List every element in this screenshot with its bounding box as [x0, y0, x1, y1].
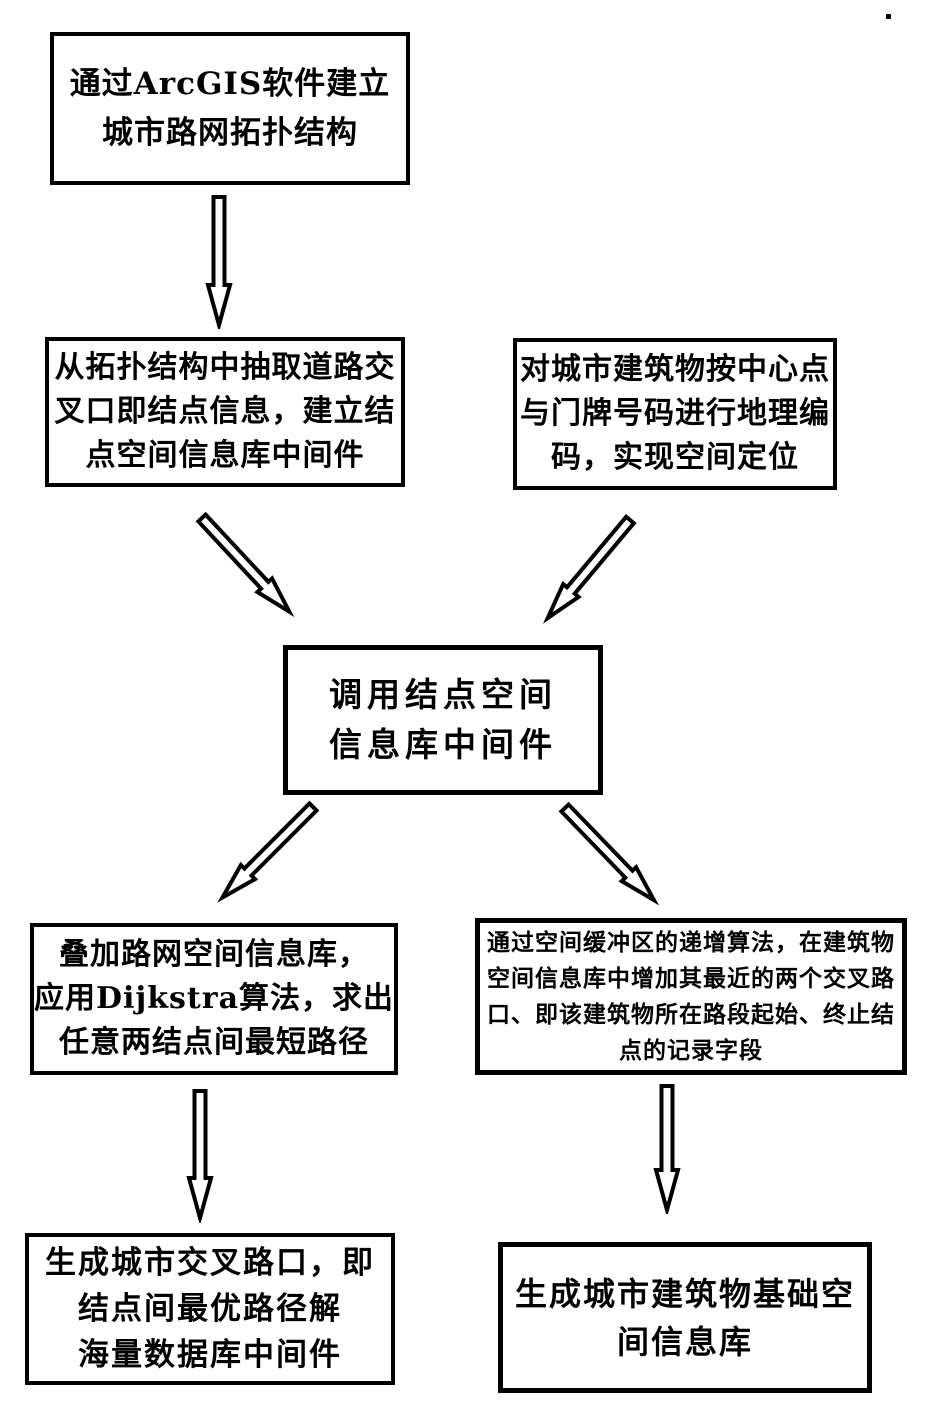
diagonal-arrow-down-right-icon — [558, 801, 660, 906]
node-geocode-buildings: 对城市建筑物按中心点 与门牌号码进行地理编 码，实现空间定位 — [513, 338, 837, 490]
node-text-line: 间信息库 — [616, 1322, 753, 1361]
node-text-line: 从拓扑结构中抽取道路交 — [54, 350, 396, 385]
diagonal-arrow-down-left-icon — [217, 800, 320, 903]
node-text-line: 与门牌号码进行地理编 — [520, 396, 830, 431]
node-text-line: 信息库中间件 — [329, 725, 557, 764]
node-text-line: 空间信息库中增加其最近的两个交叉路 — [487, 964, 895, 992]
node-build-topology: 通过ArcGIS软件建立 城市路网拓扑结构 — [50, 32, 410, 185]
node-text-line: 城市路网拓扑结构 — [102, 114, 358, 151]
node-dijkstra-shortest-path: 叠加路网空间信息库， 应用Dijkstra算法，求出 任意两结点间最短路径 — [30, 923, 398, 1075]
node-text-line: 海量数据库中间件 — [78, 1337, 342, 1373]
node-text-line: 通过ArcGIS软件建立 — [69, 65, 391, 102]
node-text-line: 生成城市建筑物基础空 — [514, 1274, 855, 1313]
node-text-line: 任意两结点间最短路径 — [59, 1025, 369, 1060]
node-extract-node-info: 从拓扑结构中抽取道路交 叉口即结点信息，建立结 点空间信息库中间件 — [45, 337, 405, 487]
node-generate-intersection-db: 生成城市交叉路口，即 结点间最优路径解 海量数据库中间件 — [25, 1233, 395, 1385]
node-buffer-increment-algorithm: 通过空间缓冲区的递增算法，在建筑物 空间信息库中增加其最近的两个交叉路 口、即该… — [475, 918, 907, 1075]
node-text-line: 码，实现空间定位 — [551, 440, 799, 475]
node-text-line: 生成城市交叉路口，即 — [45, 1245, 375, 1281]
down-arrow-icon — [653, 1084, 681, 1214]
node-generate-building-db: 生成城市建筑物基础空 间信息库 — [498, 1242, 872, 1393]
node-text-line: 对城市建筑物按中心点 — [520, 352, 830, 387]
down-arrow-icon — [186, 1089, 214, 1223]
node-text-line: 通过空间缓冲区的递增算法，在建筑物 — [487, 928, 895, 956]
node-text-line: 应用Dijkstra算法，求出 — [33, 981, 395, 1016]
node-text-line: 结点间最优路径解 — [78, 1291, 342, 1327]
scan-artifact-dot — [886, 14, 891, 19]
down-arrow-icon — [205, 195, 233, 329]
node-text-line: 点空间信息库中间件 — [85, 438, 365, 473]
diagonal-arrow-down-right-icon — [195, 511, 295, 618]
node-text-line: 口、即该建筑物所在路段起始、终止结 — [487, 1000, 895, 1028]
node-text-line: 叠加路网空间信息库， — [59, 937, 369, 972]
node-invoke-node-middleware: 调用结点空间 信息库中间件 — [283, 645, 603, 795]
node-text-line: 叉口即结点信息，建立结 — [54, 394, 396, 429]
node-text-line: 点的记录字段 — [619, 1036, 763, 1064]
diagonal-arrow-down-left-icon — [542, 513, 637, 624]
node-text-line: 调用结点空间 — [329, 675, 557, 714]
